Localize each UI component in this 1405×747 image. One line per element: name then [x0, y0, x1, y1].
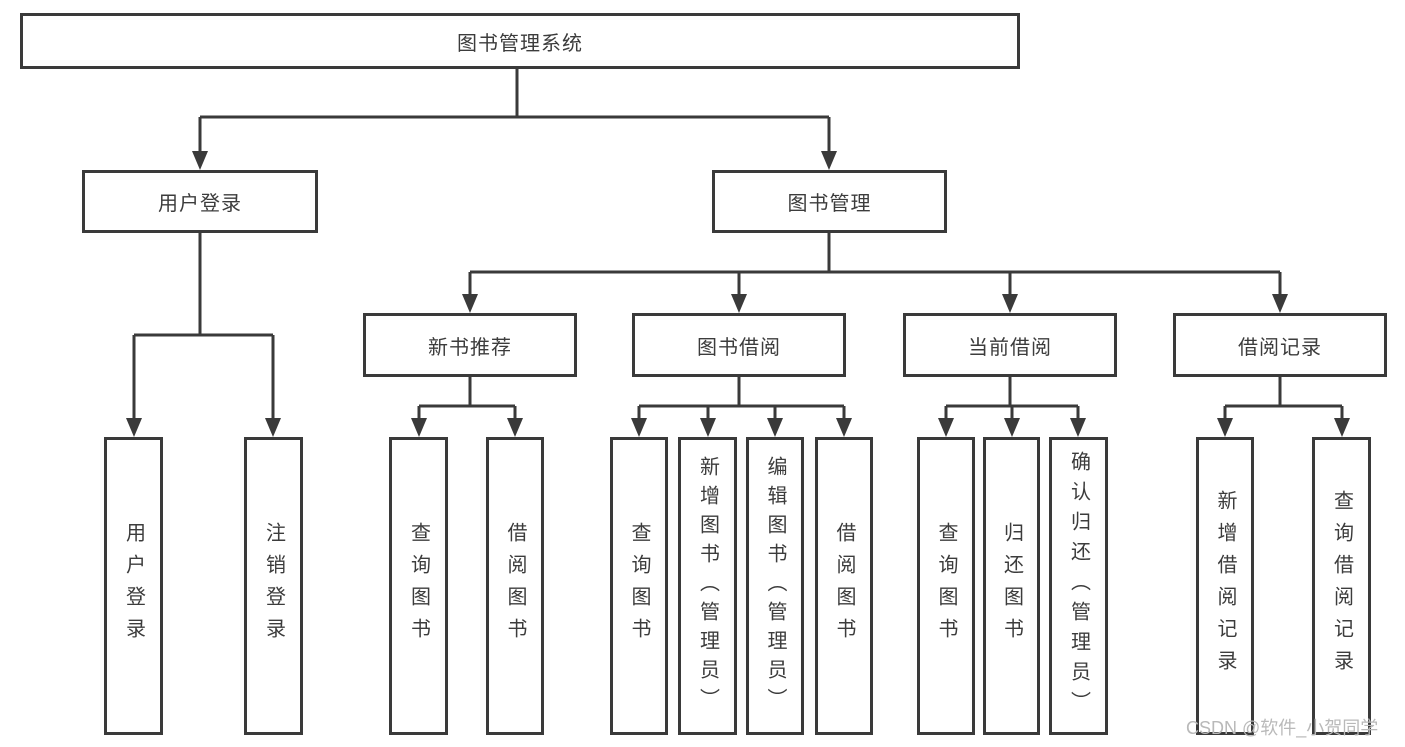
node-book-borrowing: 图书借阅: [632, 313, 846, 377]
leaf-return-book: 归还图书: [983, 437, 1040, 735]
leaf-query-book-1-label: 查询图书: [407, 522, 430, 650]
node-book-management: 图书管理: [712, 170, 947, 233]
node-root-label: 图书管理系统: [457, 32, 583, 55]
arrowhead: [1334, 418, 1350, 437]
leaf-add-book-admin: 新增图书（管理员）: [678, 437, 737, 735]
leaf-confirm-return-admin: 确认归还（管理员）: [1049, 437, 1108, 735]
leaf-borrow-book-1: 借阅图书: [486, 437, 544, 735]
arrowhead: [192, 151, 208, 170]
arrowhead: [938, 418, 954, 437]
node-book-management-label: 图书管理: [787, 193, 872, 215]
arrowhead: [1272, 294, 1288, 313]
leaf-edit-book-admin-label: 编辑图书（管理员）: [764, 455, 786, 717]
leaf-return-book-label: 归还图书: [1000, 522, 1023, 650]
leaf-query-book-2: 查询图书: [610, 437, 668, 735]
arrowhead: [631, 418, 647, 437]
leaf-add-borrow-record-label: 新增借阅记录: [1214, 490, 1236, 682]
leaf-user-login: 用户登录: [104, 437, 163, 735]
arrowhead: [767, 418, 783, 437]
leaf-borrow-book-2-label: 借阅图书: [833, 522, 855, 650]
leaf-query-book-1: 查询图书: [389, 437, 448, 735]
leaf-borrow-book-2: 借阅图书: [815, 437, 873, 735]
node-user-login: 用户登录: [82, 170, 318, 233]
arrowhead: [836, 418, 852, 437]
leaf-user-login-label: 用户登录: [122, 522, 145, 650]
node-book-borrowing-label: 图书借阅: [697, 336, 781, 359]
leaf-query-book-2-label: 查询图书: [628, 522, 650, 650]
leaf-add-book-admin-label: 新增图书（管理员）: [696, 455, 719, 717]
leaf-borrow-book-1-label: 借阅图书: [504, 522, 526, 650]
node-user-login-label: 用户登录: [158, 193, 242, 215]
leaf-query-borrow-record-label: 查询借阅记录: [1330, 490, 1353, 682]
arrowhead: [462, 294, 478, 313]
node-current-borrowing: 当前借阅: [903, 313, 1117, 377]
leaf-query-borrow-record: 查询借阅记录: [1312, 437, 1371, 735]
leaf-add-borrow-record: 新增借阅记录: [1196, 437, 1254, 735]
node-borrowing-record: 借阅记录: [1173, 313, 1387, 377]
arrowhead: [1217, 418, 1233, 437]
leaf-query-book-3-label: 查询图书: [935, 522, 957, 650]
arrowhead: [507, 418, 523, 437]
leaf-edit-book-admin: 编辑图书（管理员）: [746, 437, 804, 735]
node-borrowing-record-label: 借阅记录: [1238, 336, 1322, 359]
arrowhead: [411, 418, 427, 437]
leaf-query-book-3: 查询图书: [917, 437, 975, 735]
node-new-book-recommendation-label: 新书推荐: [428, 336, 512, 359]
arrowhead: [731, 294, 747, 313]
node-current-borrowing-label: 当前借阅: [968, 336, 1052, 359]
arrowhead: [1004, 418, 1020, 437]
arrowhead: [126, 418, 142, 437]
leaf-logout-label: 注销登录: [262, 522, 285, 650]
arrowhead: [700, 418, 716, 437]
leaf-confirm-return-admin-label: 确认归还（管理员）: [1067, 451, 1090, 721]
node-new-book-recommendation: 新书推荐: [363, 313, 577, 377]
arrowhead: [1002, 294, 1018, 313]
node-root: 图书管理系统: [20, 13, 1020, 69]
csdn-watermark: CSDN @软件_小贺同学: [1186, 718, 1379, 738]
arrowhead: [1070, 418, 1086, 437]
arrowhead: [265, 418, 281, 437]
arrowhead: [821, 151, 837, 170]
leaf-logout: 注销登录: [244, 437, 303, 735]
